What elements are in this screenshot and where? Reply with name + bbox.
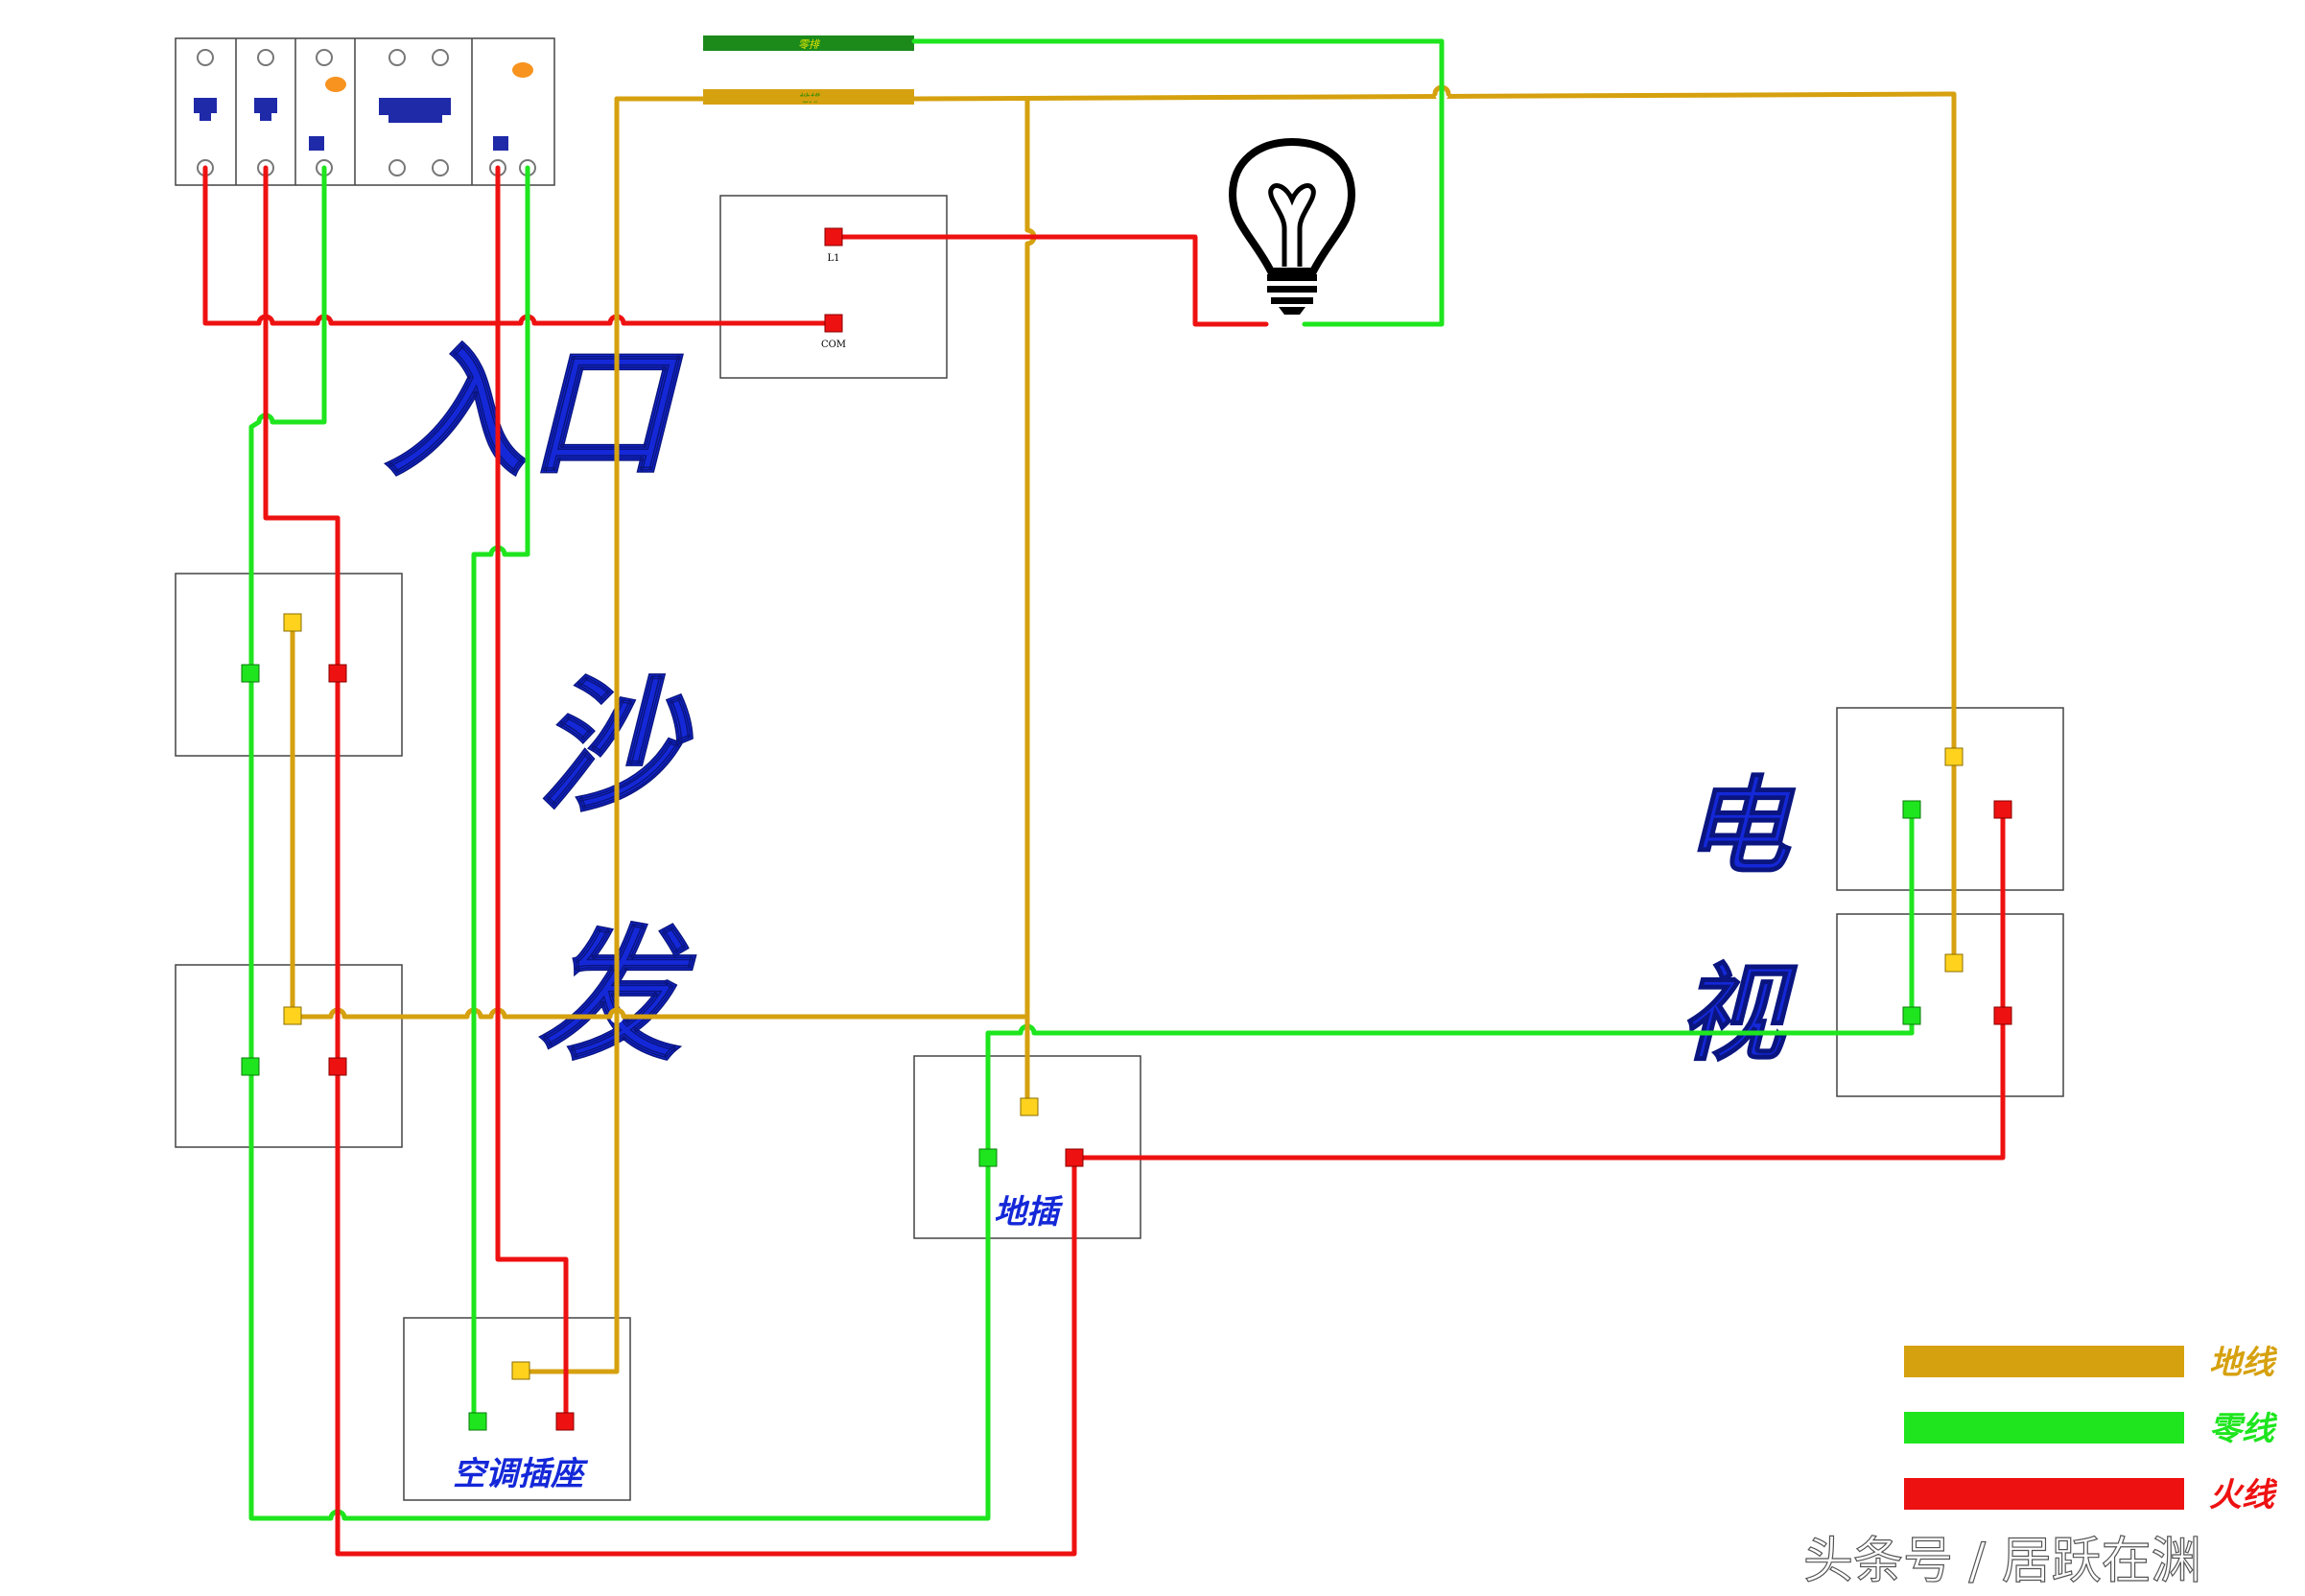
terminal-l1-label: L1 <box>827 253 839 264</box>
entrance-label: 入口 <box>384 328 683 497</box>
light-switch-box <box>719 195 948 379</box>
ac-socket-box <box>403 1317 631 1501</box>
rcd-breaker-2 <box>493 62 533 151</box>
breaker-panel-frame <box>175 37 555 186</box>
floor-socket-label: 地插 <box>994 1193 1064 1232</box>
watermark: 头条号 / 居跃在渊 <box>1803 1533 2201 1590</box>
light-bulb-icon <box>1228 137 1356 315</box>
ac-socket-label: 空调插座 <box>453 1455 589 1493</box>
legend: 地线 零线 火线 <box>1904 1344 2278 1514</box>
legend-swatch-earth <box>1904 1346 2184 1377</box>
sofa-socket-bottom <box>175 964 403 1148</box>
tv-label-1: 电 <box>1683 764 1796 888</box>
legend-swatch-live <box>1904 1478 2184 1510</box>
sofa-socket-top <box>175 573 403 757</box>
tv-label-2: 视 <box>1679 951 1798 1075</box>
legend-label-neutral: 零线 <box>2209 1410 2278 1448</box>
neutral-wires <box>248 38 1915 1521</box>
rcd-breaker <box>309 77 346 151</box>
switch-terminals: L1 COM <box>821 227 846 350</box>
legend-label-live: 火线 <box>2209 1476 2278 1514</box>
tv-socket-top <box>1836 707 2064 891</box>
breaker-2 <box>254 98 277 121</box>
breaker-panel <box>175 37 555 186</box>
neutral-bus-bar: 零排 <box>703 35 914 51</box>
legend-label-earth: 地线 <box>2209 1344 2278 1382</box>
breaker-1 <box>194 98 217 121</box>
neutral-bar-label: 零排 <box>798 38 821 51</box>
tv-socket-bottom <box>1836 913 2064 1097</box>
main-breaker <box>379 98 451 123</box>
socket-terminals <box>241 613 2012 1431</box>
legend-swatch-neutral <box>1904 1412 2184 1443</box>
terminal-com-label: COM <box>821 340 846 350</box>
